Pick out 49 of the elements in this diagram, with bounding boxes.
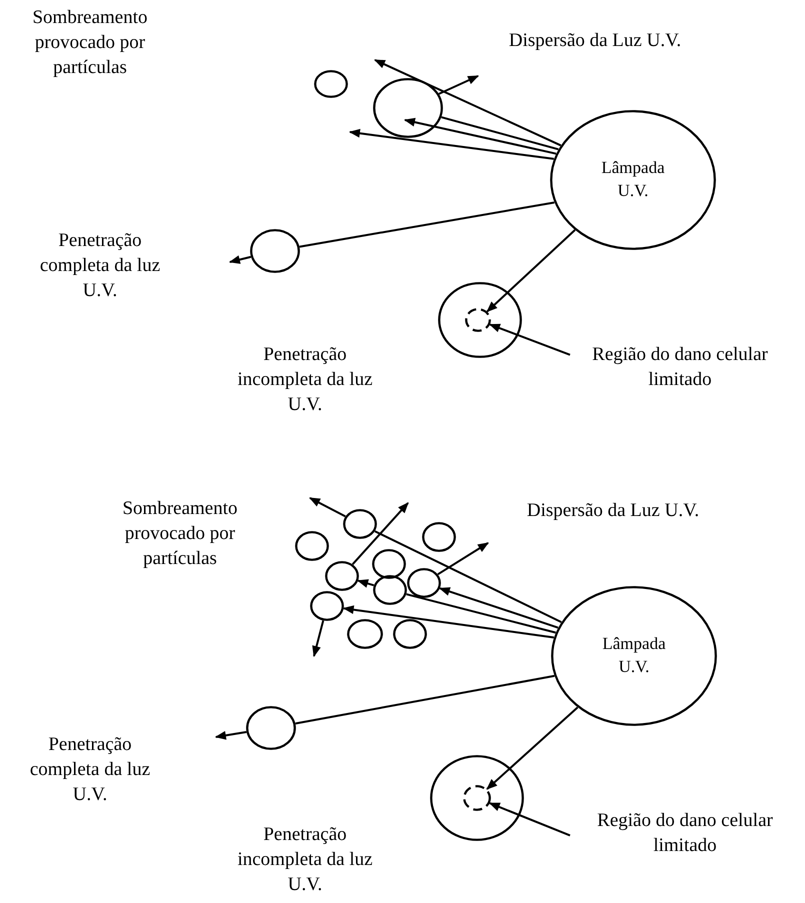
particle-circle — [295, 531, 329, 561]
cell-circle — [438, 282, 522, 358]
pointer-arrow — [488, 802, 570, 836]
caption-text: Penetração completa da luz U.V. — [28, 733, 152, 807]
caption-text: Sombreamento provocado por partículas — [121, 497, 239, 571]
light-ray-arrow — [486, 706, 578, 790]
caption-text: Penetração incompleta da luz U.V. — [236, 823, 374, 897]
cell-circle — [430, 755, 524, 841]
lamp-circle — [550, 110, 716, 250]
light-ray-arrow — [348, 128, 554, 160]
particle-circle — [310, 591, 344, 621]
caption-text: Penetração incompleta da luz U.V. — [236, 343, 374, 417]
particle-circle — [347, 619, 383, 649]
particle-circle — [407, 568, 441, 598]
callout-text: Região do dano celular limitado — [570, 808, 800, 858]
particle-circle — [343, 509, 377, 539]
caption-text: Dispersão da Luz U.V. — [526, 499, 700, 523]
caption-text: Sombreamento provocado por partículas — [31, 6, 149, 80]
damage-region-circle — [465, 308, 491, 332]
caption-text: Penetração completa da luz U.V. — [38, 229, 162, 303]
light-ray-arrow — [437, 542, 489, 576]
particle-circle — [250, 229, 300, 273]
light-ray-arrow — [357, 579, 374, 588]
particle-circle — [373, 78, 443, 138]
light-ray-arrow — [438, 75, 479, 95]
particle-circle — [422, 522, 456, 552]
light-ray-arrow — [228, 255, 252, 264]
light-ray-arrow — [374, 59, 562, 146]
light-ray-arrow — [352, 502, 409, 565]
light-ray-arrow — [342, 605, 554, 639]
caption-text: Dispersão da Luz U.V. — [508, 29, 682, 53]
light-ray-arrow — [312, 620, 324, 658]
callout-text: Região do dano celular limitado — [570, 342, 790, 392]
pointer-arrow — [489, 324, 570, 356]
particle-circle — [373, 575, 407, 605]
particle-circle — [325, 561, 359, 591]
particle-circle — [246, 706, 296, 750]
lamp-label: Lâmpada U.V. — [601, 633, 667, 678]
lamp-label: Lâmpada U.V. — [600, 157, 666, 202]
light-ray-arrow — [438, 587, 558, 629]
lamp-circle — [551, 586, 717, 726]
particle-circle — [393, 619, 427, 649]
damage-region-circle — [463, 785, 491, 811]
light-ray-arrow — [309, 497, 346, 518]
light-ray-arrow — [214, 731, 247, 740]
light-ray-arrow — [404, 118, 556, 155]
particle-circle — [314, 70, 348, 98]
particle-circle — [372, 549, 406, 579]
light-ray-arrow — [486, 229, 576, 312]
